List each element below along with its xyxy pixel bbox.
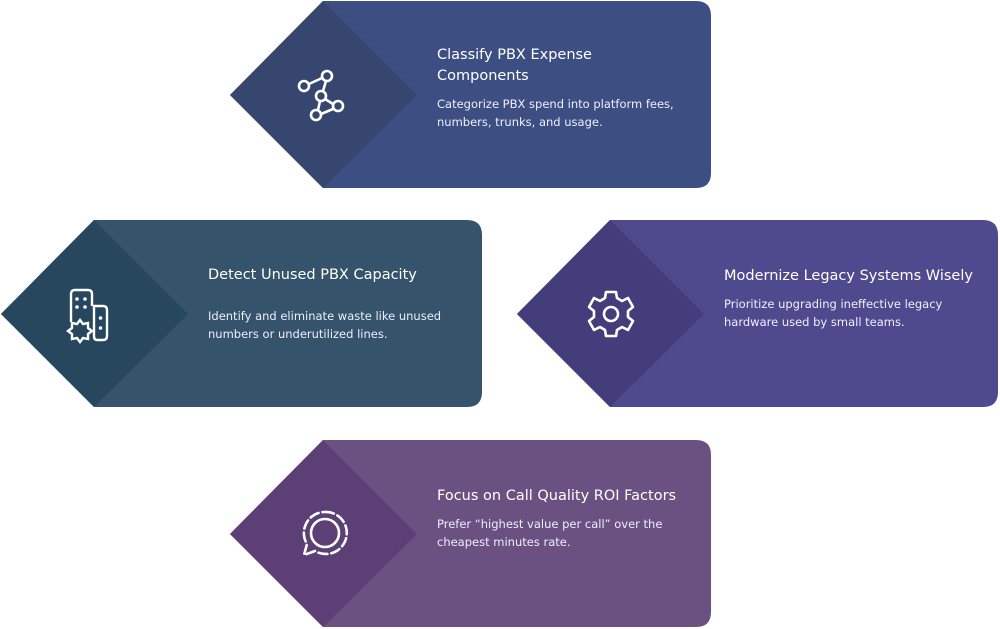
card-shape (230, 1, 711, 188)
step-card-focus: Focus on Call Quality ROI Factors Prefer… (230, 440, 712, 628)
buildings-gear-icon (66, 288, 109, 344)
card-shape (230, 440, 711, 627)
card-shape (517, 220, 998, 407)
chat-bubble-dashed-icon (302, 510, 349, 558)
step-description: Prioritize upgrading ineffective legacy … (724, 297, 943, 329)
step-description: Prefer “highest value per call” over the… (437, 517, 663, 549)
step-title: Classify PBX Expense Components (437, 47, 592, 84)
step-card-modernize: Modernize Legacy Systems Wisely Prioriti… (517, 220, 999, 408)
step-title: Modernize Legacy Systems Wisely (724, 268, 973, 284)
step-title: Focus on Call Quality ROI Factors (437, 488, 677, 504)
step-title: Detect Unused PBX Capacity (208, 267, 417, 283)
gear-icon (587, 290, 635, 338)
network-nodes-icon (297, 69, 345, 122)
step-card-classify: Classify PBX Expense Components Categori… (230, 1, 712, 189)
step-card-detect: Detect Unused PBX Capacity Identify and … (1, 220, 483, 408)
step-description: Identify and eliminate waste like unused… (208, 309, 442, 341)
step-description: Categorize PBX spend into platform fees,… (437, 97, 674, 129)
